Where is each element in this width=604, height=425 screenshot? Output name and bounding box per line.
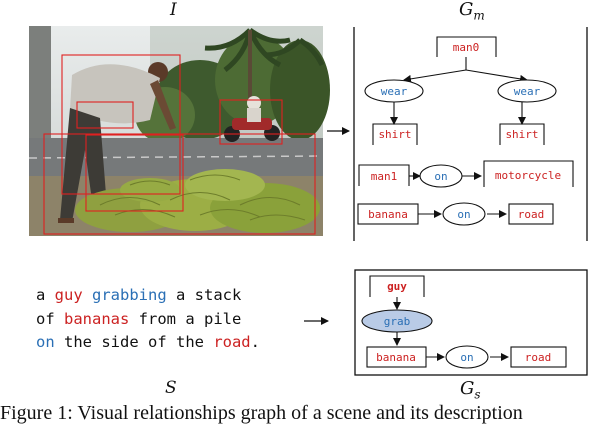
node-man0-box <box>436 36 497 57</box>
sentence-token: guy <box>54 286 83 304</box>
gs-label: Gs <box>460 378 481 402</box>
node-road-box <box>508 203 554 225</box>
node-wear-left: wear <box>381 85 408 98</box>
sentence-token: a stack <box>166 286 242 304</box>
gs-label-main: G <box>460 378 475 399</box>
node-road-s-box <box>510 346 567 368</box>
node-man1-box <box>358 164 410 186</box>
node-guy-box <box>369 275 425 297</box>
gm-label: Gm <box>459 0 485 23</box>
sentence-line-1: a guy grabbing a stack <box>36 286 241 304</box>
gm-panel: man0 wear wear shirt shirt man1 on motor… <box>353 27 588 241</box>
node-road: road <box>518 208 545 221</box>
node-on1: on <box>434 170 447 183</box>
sentence-line-3: on the side of the road. <box>36 333 260 351</box>
scene-photo <box>28 26 330 236</box>
image-label: I <box>170 0 177 20</box>
sentence-token: of <box>36 310 64 328</box>
detection-boxes <box>43 54 316 235</box>
sentence-token: grabbing <box>92 286 167 304</box>
node-motorcycle: motorcycle <box>495 169 561 182</box>
node-shirt-left-box <box>372 123 418 145</box>
node-man1: man1 <box>371 170 398 183</box>
node-grab-ellipse <box>361 309 433 333</box>
gm-label-main: G <box>459 0 474 20</box>
node-banana: banana <box>368 208 408 221</box>
node-wear-left-ellipse <box>364 79 424 103</box>
sentence-token: the side of the <box>54 333 214 351</box>
gs-border <box>354 269 588 376</box>
node-guy: guy <box>387 280 407 293</box>
figure-canvas: man0 wear wear shirt shirt man1 on motor… <box>28 26 588 376</box>
node-road-s: road <box>525 351 552 364</box>
node-shirt-right-box <box>499 123 545 145</box>
gs-label-sub: s <box>474 387 481 402</box>
gs-panel: guy grab banana on road <box>354 269 588 376</box>
node-shirt-right: shirt <box>505 128 538 141</box>
node-on2: on <box>457 208 470 221</box>
edge-man0-wear-left <box>403 69 467 83</box>
banana-pile-photo <box>75 169 320 233</box>
sentence-token: road <box>213 333 251 351</box>
node-wear-right: wear <box>514 85 541 98</box>
node-on2-ellipse <box>442 202 486 226</box>
node-banana-s: banana <box>376 351 416 364</box>
node-banana-box <box>357 203 419 225</box>
sentence-token: from a pile <box>129 310 242 328</box>
figure-caption: Figure 1: Visual relationships graph of … <box>0 402 523 424</box>
motorcycle-photo <box>224 96 280 142</box>
sentence-label: S <box>165 378 177 398</box>
edge-man0-wear-right <box>465 69 528 83</box>
node-wear-right-ellipse <box>497 79 557 103</box>
node-grab: grab <box>384 315 411 328</box>
gm-label-sub: m <box>473 8 485 23</box>
node-on-s: on <box>460 351 473 364</box>
sentence-line-2: of bananas from a pile <box>36 310 241 328</box>
node-man0: man0 <box>453 41 480 54</box>
sentence-token <box>83 286 92 304</box>
node-on-s-ellipse <box>445 345 489 369</box>
node-shirt-left: shirt <box>378 128 411 141</box>
node-motorcycle-box <box>483 160 574 187</box>
sentence-token: . <box>250 333 260 351</box>
sentence-token: bananas <box>64 310 130 328</box>
sentence-token: on <box>36 333 55 351</box>
node-banana-s-box <box>366 346 427 368</box>
node-on1-ellipse <box>419 164 463 188</box>
sentence-token: a <box>36 286 55 304</box>
